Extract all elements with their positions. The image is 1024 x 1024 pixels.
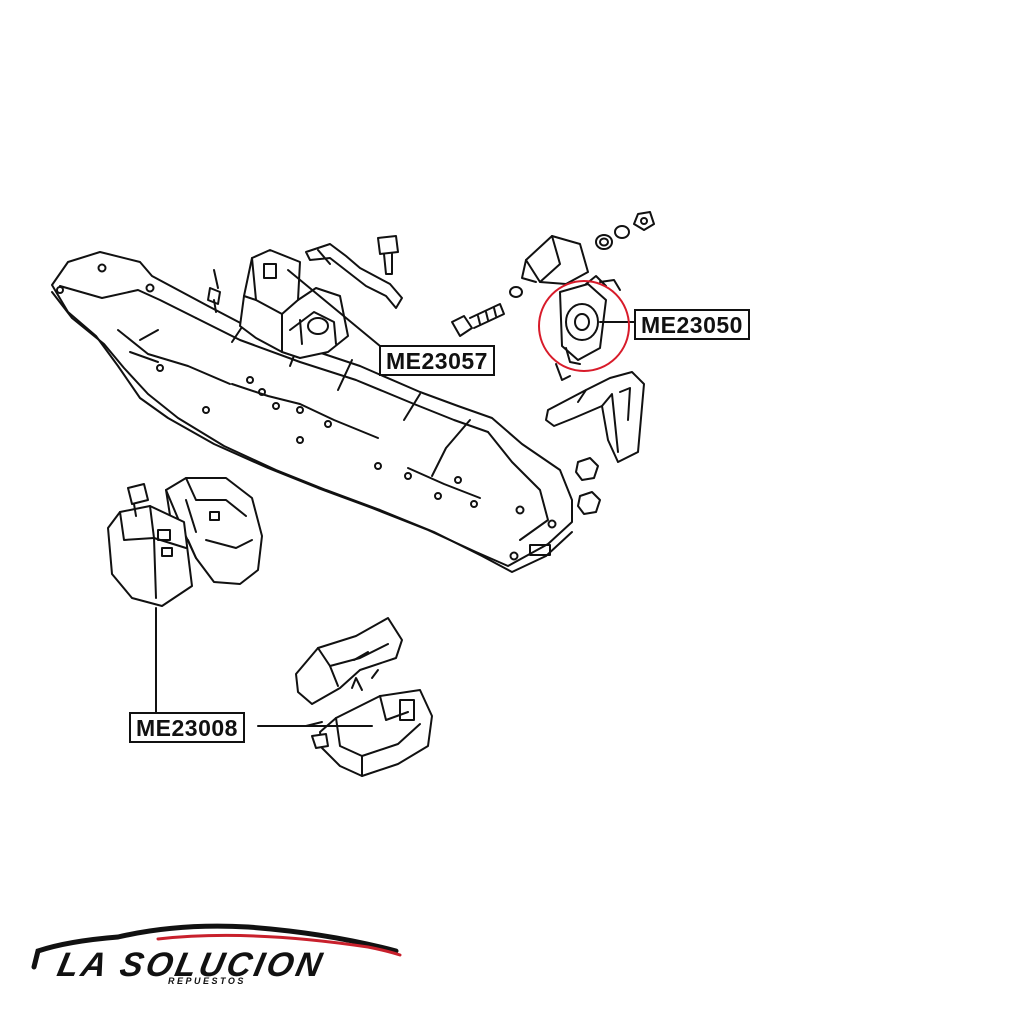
mount-part-me23050: [451, 211, 655, 515]
part-number-label-me23057: ME23057: [379, 345, 495, 376]
mount-part-me23008: [107, 477, 433, 777]
highlight-circle: [538, 280, 630, 372]
brand-tagline: REPUESTOS: [168, 976, 246, 986]
brand-logo: [31, 923, 402, 970]
part-number-label-me23008: ME23008: [129, 712, 245, 743]
car-silhouette-icon: [31, 923, 399, 970]
part-number-label-me23050: ME23050: [634, 309, 750, 340]
mount-part-me23057: [207, 235, 403, 359]
swoosh-accent-icon: [156, 933, 402, 957]
crossmember-frame: [51, 251, 573, 573]
